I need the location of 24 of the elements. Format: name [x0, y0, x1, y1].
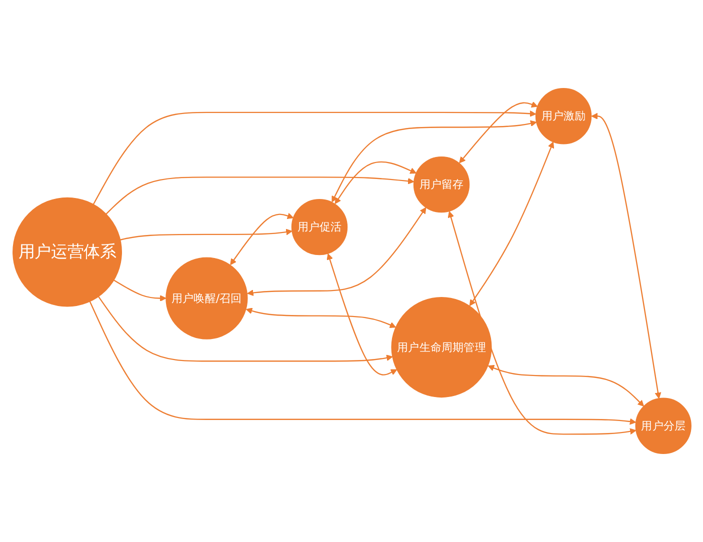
node-circle: 用户分层	[634, 398, 691, 454]
arrow	[230, 212, 294, 266]
arrow	[245, 308, 396, 328]
arrow	[331, 120, 536, 202]
node-circle: 用户留存	[412, 156, 470, 213]
arrow	[92, 110, 536, 205]
node-circle: 用户唤醒/召回	[165, 257, 248, 340]
arrow	[246, 207, 426, 296]
node-circle: 用户促活	[290, 198, 348, 256]
arrow	[487, 364, 644, 407]
arrow	[112, 280, 166, 302]
arrow	[105, 176, 414, 214]
arrow	[334, 161, 416, 204]
arrow	[88, 301, 636, 425]
arrow	[447, 211, 636, 435]
node-circle: 用户激励	[534, 88, 592, 144]
arrow	[120, 228, 292, 240]
arrow	[326, 253, 397, 376]
arrow	[98, 296, 392, 362]
arrow	[590, 112, 661, 399]
node-circle: 用户生命周期管理	[390, 297, 492, 398]
arrow	[468, 142, 554, 306]
arrow	[458, 101, 538, 164]
node-circle: 用户运营体系	[12, 197, 122, 307]
